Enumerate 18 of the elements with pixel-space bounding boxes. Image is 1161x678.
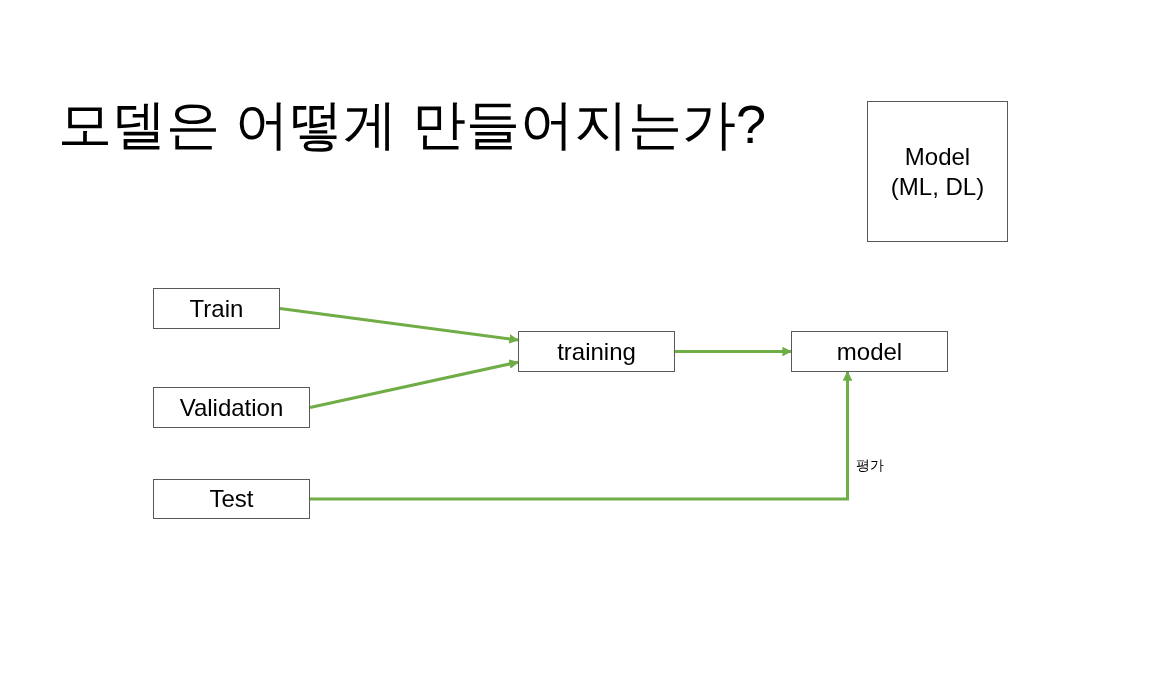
edge-label: 평가 [855, 457, 884, 474]
arrow [279, 307, 519, 344]
box-label: Train [189, 293, 244, 324]
process-box [867, 101, 1008, 242]
process-box [153, 387, 310, 428]
box-label: Test [209, 484, 254, 514]
slide-title: 모델은 어떻게 만들어지는가? [58, 93, 767, 156]
box-label: training [557, 336, 636, 367]
box-label: Model (ML, DL) [889, 141, 986, 202]
arrow [310, 371, 853, 501]
box-label: Validation [179, 392, 284, 423]
process-box [153, 479, 310, 519]
process-box [791, 331, 948, 372]
arrow [675, 346, 792, 357]
arrow [309, 359, 519, 409]
box-label: model [836, 336, 903, 367]
process-box [153, 288, 280, 329]
process-box [518, 331, 675, 372]
